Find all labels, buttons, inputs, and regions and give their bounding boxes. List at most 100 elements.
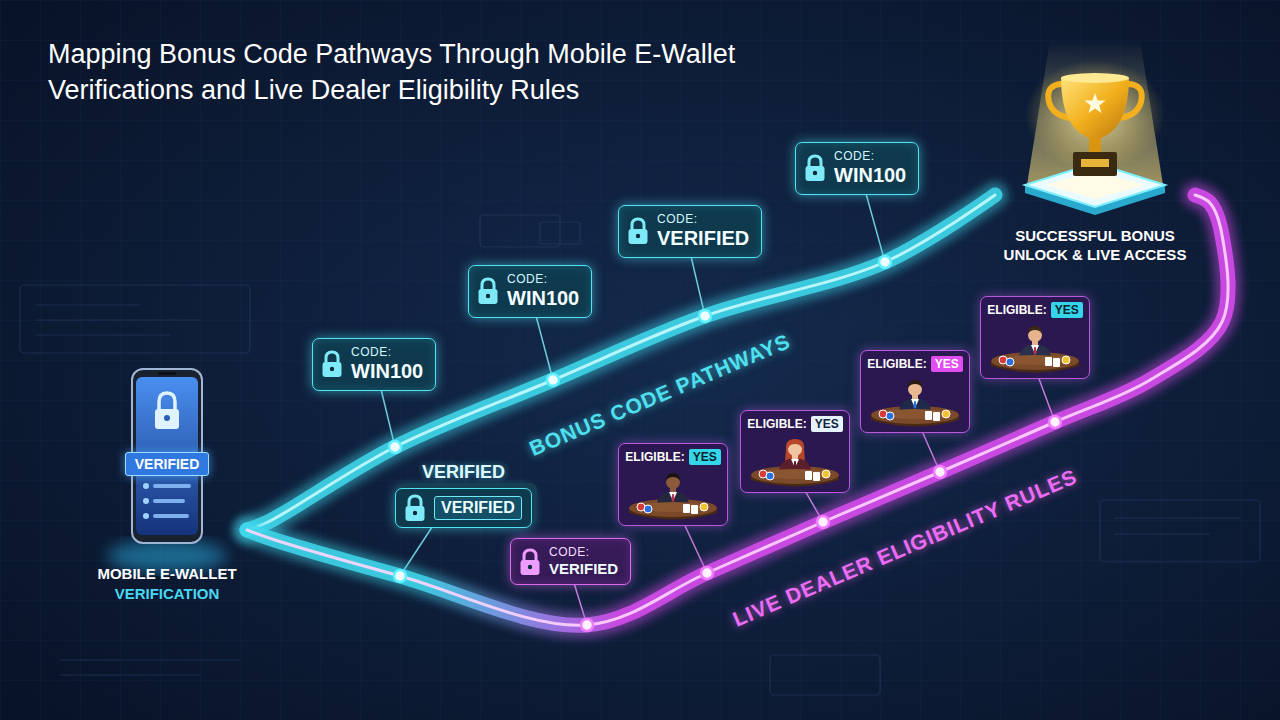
dealer-illustration — [987, 321, 1083, 373]
lock-holder — [519, 548, 541, 576]
decor-path — [1034, 347, 1037, 355]
decor-rect — [1045, 357, 1052, 366]
decor-rect — [158, 372, 176, 375]
decor-rect — [629, 229, 648, 244]
eligibility-row: ELIGIBLE:YES — [867, 356, 963, 372]
decor-path — [326, 352, 338, 363]
decor-rect — [153, 514, 189, 518]
decor-circle — [701, 567, 713, 579]
decor-circle — [879, 256, 891, 268]
eligibility-badge: YES — [689, 449, 721, 465]
band-glow — [247, 195, 1228, 625]
lock-icon — [804, 154, 826, 182]
eligibility-badge: YES — [811, 416, 843, 432]
code-value: VERIFIED — [549, 560, 618, 577]
dealer-illustration — [747, 435, 843, 487]
diagram-title: Mapping Bonus Code Pathways Through Mobi… — [48, 36, 888, 109]
trophy-illustration — [995, 40, 1195, 220]
decor-rect — [813, 472, 820, 481]
verified-badge: VERIFIED — [125, 452, 210, 476]
code-text-column: CODE:WIN100 — [507, 273, 579, 310]
code-value: WIN100 — [834, 164, 906, 187]
decor-path — [482, 279, 494, 290]
verified-badge: VERIFIED — [434, 496, 522, 520]
lock-holder — [627, 217, 649, 245]
decor-ellipse — [759, 469, 831, 479]
decor-circle — [547, 374, 559, 386]
decor-rect — [153, 499, 185, 503]
eligibility-key: ELIGIBLE: — [747, 417, 806, 431]
decor-circle — [330, 367, 334, 371]
badge-holder: VERIFIED — [87, 452, 247, 476]
eligibility-badge: YES — [931, 356, 963, 372]
decor-ellipse — [1061, 73, 1129, 83]
code-key: CODE: — [549, 546, 618, 560]
decor-rect — [805, 471, 812, 480]
goal-label: SUCCESSFUL BONUS UNLOCK & LIVE ACCESS — [995, 227, 1195, 265]
code-key: CODE: — [507, 273, 579, 287]
decor-rect — [406, 506, 425, 521]
decor-circle — [143, 498, 149, 504]
decor-circle — [766, 472, 774, 480]
decor-path — [788, 440, 802, 448]
decor-path — [1031, 345, 1039, 354]
code-card-body: CODE:VERIFIED — [510, 538, 631, 585]
decor-circle — [699, 310, 711, 322]
trophy-goal: SUCCESSFUL BONUS UNLOCK & LIVE ACCESS — [995, 70, 1195, 265]
decor-rect — [323, 362, 342, 377]
decor-rect — [806, 166, 825, 181]
decor-path — [908, 380, 922, 388]
decor-rect — [1053, 358, 1060, 367]
dealer-illustration — [867, 375, 963, 427]
lock-holder — [321, 350, 343, 378]
decor-line — [1114, 533, 1210, 534]
decor-circle — [700, 503, 708, 511]
dealer-card: ELIGIBLE: YES — [618, 443, 728, 526]
verified-card-body: VERIFIED — [395, 488, 532, 528]
decor-path — [794, 461, 797, 469]
decor-circle — [486, 294, 490, 298]
decor-rect — [1073, 152, 1117, 176]
decor-path — [672, 494, 675, 502]
code-card: CODE:VERIFIED — [510, 538, 631, 586]
dealer-art — [625, 468, 721, 520]
code-text-column: CODE:VERIFIED — [549, 546, 618, 577]
decor-circle — [636, 234, 640, 238]
verified-card: VERIFIEDVERIFIED — [395, 462, 532, 528]
dealer-art — [747, 435, 843, 487]
decor-rect — [521, 560, 540, 575]
decor-rect — [933, 412, 940, 421]
decor-path — [632, 219, 644, 230]
decor-path — [1028, 326, 1042, 334]
eligibility-key: ELIGIBLE: — [625, 450, 684, 464]
decor-rect — [683, 504, 690, 513]
decor-circle — [389, 441, 401, 453]
lock-icon — [627, 217, 649, 245]
decor-rect — [1081, 159, 1109, 167]
decor-rect — [480, 215, 560, 247]
decor-circle — [528, 564, 532, 568]
eligibility-row: ELIGIBLE: YES — [625, 449, 721, 465]
decor-rect — [479, 289, 498, 304]
code-value: WIN100 — [507, 287, 579, 310]
trophy-art — [995, 40, 1195, 220]
eligibility-row: ELIGIBLE:YES — [987, 302, 1083, 318]
decor-path — [911, 399, 919, 408]
decor-rect — [770, 655, 880, 695]
band-glow — [247, 195, 995, 530]
decor-line — [36, 319, 200, 320]
lock-icon — [321, 350, 343, 378]
band-core — [247, 195, 1228, 625]
lock-holder — [404, 494, 426, 522]
band-core — [247, 195, 995, 530]
caption-line: MOBILE E-WALLET — [87, 564, 247, 584]
decor-path — [669, 492, 677, 501]
decor-path — [409, 496, 421, 507]
lock-icon — [404, 494, 426, 522]
decor-path — [914, 401, 917, 409]
dealer-card: ELIGIBLE:YES — [980, 296, 1090, 379]
decor-rect — [1089, 138, 1101, 152]
decor-circle — [644, 505, 652, 513]
